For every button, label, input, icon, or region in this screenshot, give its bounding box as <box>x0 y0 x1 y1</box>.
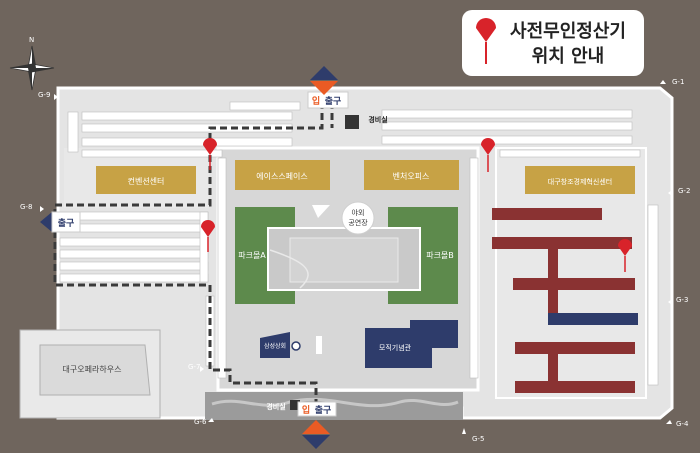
security-booth-top-icon <box>345 115 359 129</box>
gate-arrows <box>40 80 672 434</box>
convention-center-label: 컨벤션센터 <box>128 176 165 186</box>
gate-g8: G-8 <box>20 203 32 211</box>
route-dashed <box>53 102 324 408</box>
gate-g5: G-5 <box>472 435 484 443</box>
top-entrance-sign <box>307 91 349 109</box>
security-bottom-label: 경비실 <box>266 402 285 411</box>
gate-g7: G-7 <box>188 363 200 371</box>
park-mall-b-label: 파크몰B <box>426 251 454 260</box>
park-mall-a-label: 파크몰A <box>238 251 266 260</box>
top-exit-label: 출구 <box>325 95 342 107</box>
plaza-curve <box>269 249 309 289</box>
ace-space <box>235 160 330 190</box>
security-booth-bottom-icon <box>290 400 300 410</box>
pin-2-icon <box>481 138 495 172</box>
top-entry-label: 입 <box>312 95 320 107</box>
convention-center <box>96 166 196 194</box>
top-arrow-up-icon <box>310 66 338 80</box>
stage-shell <box>312 205 330 218</box>
ace-space-label: 에이스스페이스 <box>256 171 308 181</box>
parking-right <box>647 204 659 386</box>
bottom-entrance-sign <box>297 401 337 417</box>
left-exit-arrow-icon <box>40 212 52 232</box>
samsung-logo-icon <box>291 341 301 351</box>
legend-pin-icon <box>476 18 496 64</box>
legend-box <box>462 10 644 76</box>
outdoor-stage <box>341 201 375 235</box>
legend-title-2: 위치 안내 <box>532 46 605 67</box>
gate-g9: G-9 <box>38 91 50 99</box>
security-top-label: 경비실 <box>368 115 387 124</box>
small-structure <box>316 336 322 354</box>
parking-top-left <box>67 101 301 158</box>
bottom-exit-label: 출구 <box>315 404 332 416</box>
innovation-center-label: 대구창조경제혁신센터 <box>548 177 612 186</box>
compass-icon <box>9 45 55 91</box>
outdoor-stage-label-1: 야외 <box>352 208 365 217</box>
pin-1-icon <box>203 138 217 170</box>
dorm-buildings <box>492 208 635 393</box>
left-exit-label: 출구 <box>58 217 75 229</box>
legend-title-1: 사전무인정산기 <box>510 21 626 42</box>
gate-g4: G-4 <box>676 420 689 428</box>
opera-house-label: 대구오페라하우스 <box>63 364 122 374</box>
top-arrow-down-icon <box>310 81 338 95</box>
bottom-arrow-down-icon <box>302 435 330 449</box>
gate-g3: G-3 <box>676 296 688 304</box>
left-exit-sign <box>51 211 81 233</box>
outdoor-plaza-inner <box>289 237 399 283</box>
compass-north: N <box>29 36 34 44</box>
bottom-arrow-up-icon <box>302 420 330 434</box>
samsung-store <box>260 332 290 358</box>
samsung-store-label: 삼성상회 <box>264 342 286 350</box>
gate-g2: G-2 <box>678 187 690 195</box>
gate-g1: G-1 <box>672 78 684 86</box>
gravel-path <box>211 397 459 408</box>
gate-g6: G-6 <box>194 418 207 426</box>
innovation-center <box>525 166 635 194</box>
bottom-entry-label: 입 <box>302 404 310 416</box>
parking-top-right <box>381 109 641 158</box>
memorial-hall-label: 모직기념관 <box>379 343 412 352</box>
memorial-hall <box>365 320 458 368</box>
venture-office-label: 벤처오피스 <box>393 171 430 181</box>
venture-office <box>364 160 459 190</box>
outdoor-stage-label-2: 공연장 <box>348 218 368 227</box>
pin-4-icon <box>618 239 632 272</box>
dorm-navy <box>548 313 638 325</box>
opera-house <box>39 344 151 396</box>
pin-3-icon <box>201 220 215 252</box>
